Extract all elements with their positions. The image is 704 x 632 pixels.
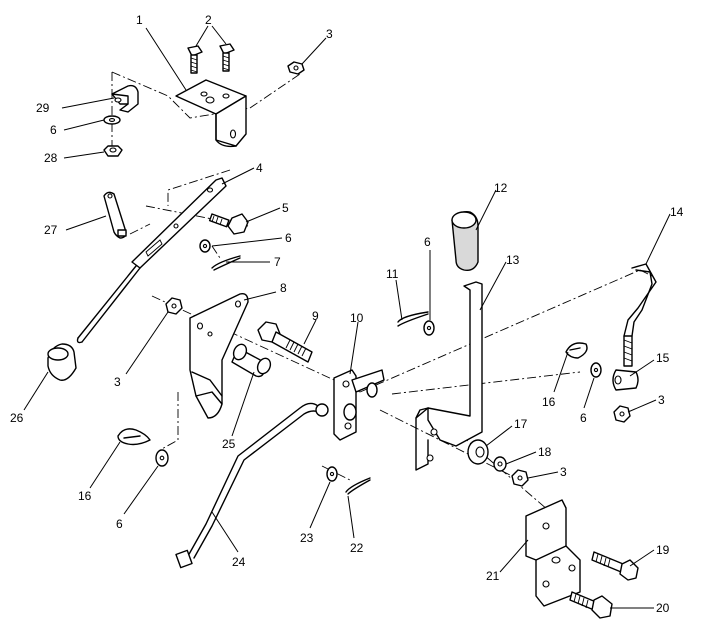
assembly-lines (111, 71, 653, 511)
pivot-plate-part-10 (333, 369, 385, 441)
callout-6: 6 (424, 235, 431, 249)
leader-lines (23, 25, 671, 609)
washer-part-23 (326, 466, 338, 482)
callout-labels: 1 2 3 29 6 28 4 5 6 7 27 12 14 6 13 11 8… (10, 13, 684, 615)
callout-6: 6 (50, 123, 57, 137)
callout-3: 3 (114, 375, 121, 389)
callout-5: 5 (282, 201, 289, 215)
nut-part-3-left (165, 297, 183, 315)
callout-25: 25 (222, 437, 236, 451)
callout-6: 6 (580, 411, 587, 425)
callout-26: 26 (10, 411, 24, 425)
lever-arm-part-4 (76, 177, 227, 344)
knob-part-26 (47, 343, 77, 381)
callout-8: 8 (280, 281, 287, 295)
washer-part-6-upper (423, 320, 435, 336)
bolt-part-5 (208, 213, 249, 235)
clip-part-16-left (117, 428, 151, 446)
nut-part-3-lower (511, 469, 529, 487)
callout-23: 23 (300, 531, 314, 545)
callout-3: 3 (560, 465, 567, 479)
pin-part-11 (397, 311, 429, 327)
callout-17: 17 (514, 417, 528, 431)
washer-part-6-mid (199, 239, 211, 253)
cotter-pin-part-7 (211, 255, 241, 271)
link-part-27 (103, 191, 127, 239)
callout-29: 29 (36, 101, 50, 115)
callout-21: 21 (486, 569, 500, 583)
callout-13: 13 (506, 253, 520, 267)
bracket-part-1 (175, 79, 247, 148)
callout-28: 28 (44, 151, 58, 165)
bracket-plate-part-8 (189, 292, 249, 419)
callout-9: 9 (312, 309, 319, 323)
lever-part-13 (415, 281, 483, 471)
callout-19: 19 (656, 543, 670, 557)
callout-1: 1 (136, 13, 143, 27)
washer-part-6-right (590, 362, 602, 378)
nut-part-28 (103, 145, 123, 157)
washer-part-6-top (103, 115, 121, 125)
callout-2: 2 (205, 13, 212, 27)
callout-6: 6 (285, 231, 292, 245)
link-rod-part-24 (175, 402, 329, 569)
bolt-part-20 (569, 591, 613, 619)
pin-part-22 (345, 477, 371, 495)
callout-22: 22 (350, 541, 364, 555)
rod-part-14 (623, 263, 657, 367)
bracket-part-21 (525, 499, 581, 607)
nut-part-3-right (613, 405, 631, 423)
callout-24: 24 (232, 555, 246, 569)
callout-18: 18 (538, 445, 552, 459)
spacer-part-25 (231, 343, 272, 378)
callout-16: 16 (542, 395, 556, 409)
washer-part-17 (467, 439, 489, 465)
callout-15: 15 (656, 351, 670, 365)
callout-3: 3 (326, 27, 333, 41)
callout-12: 12 (494, 181, 508, 195)
clip-part-29 (111, 84, 139, 113)
bolt-part-19 (591, 551, 639, 581)
callout-14: 14 (670, 205, 684, 219)
callout-20: 20 (656, 601, 670, 615)
grip-part-12 (451, 210, 479, 272)
callout-6: 6 (116, 517, 123, 531)
callout-27: 27 (44, 223, 58, 237)
washer-part-18 (493, 456, 507, 472)
callout-10: 10 (350, 311, 364, 325)
nut-part-3-top (287, 61, 305, 75)
callout-4: 4 (256, 161, 263, 175)
callout-3: 3 (658, 393, 665, 407)
callout-16: 16 (78, 489, 92, 503)
bolts-part-2 (187, 43, 235, 74)
clip-part-16-right (565, 342, 588, 359)
callout-11: 11 (386, 267, 399, 281)
callout-7: 7 (274, 255, 281, 269)
bolt-part-9 (257, 321, 313, 363)
washer-part-6-left (155, 449, 169, 467)
